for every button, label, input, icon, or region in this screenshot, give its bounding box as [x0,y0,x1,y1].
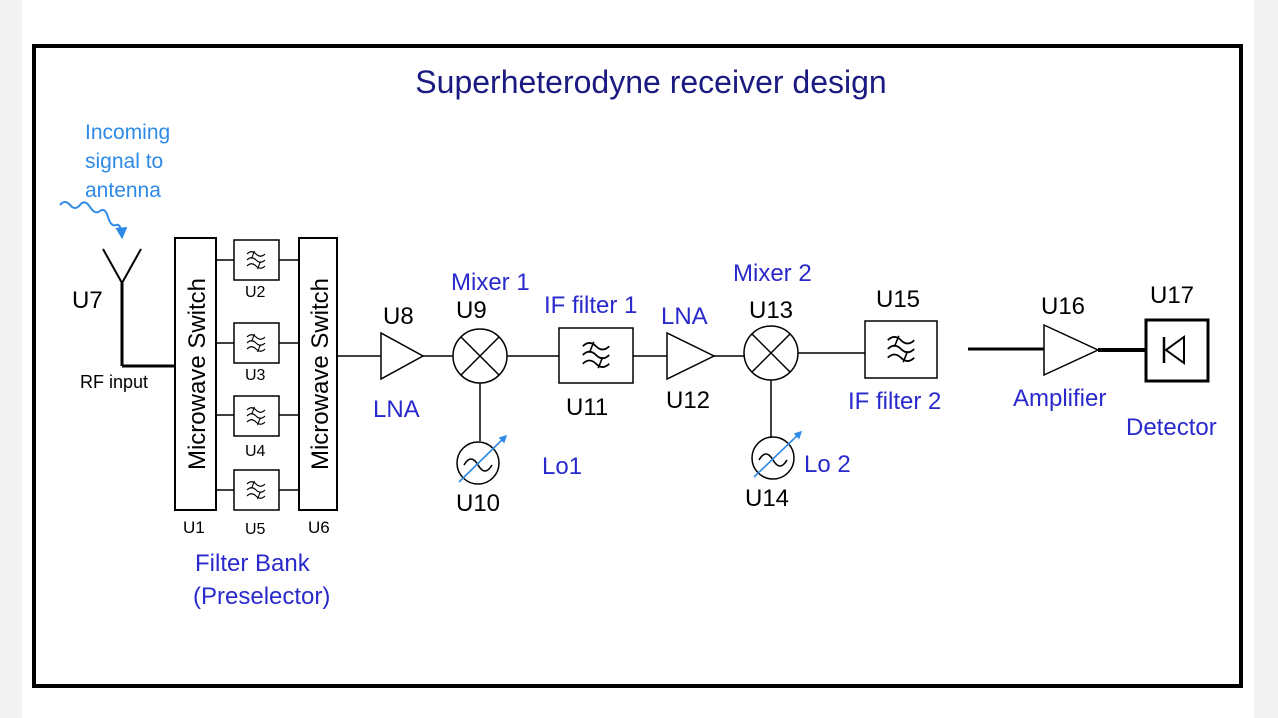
if-filter-1-label: IF filter 1 [544,292,637,319]
lo1-label: Lo1 [542,453,582,480]
amplifier-u16 [1043,323,1100,377]
ref-u7: U7 [72,287,103,314]
ref-u15: U15 [876,286,920,313]
mixer-u9 [452,328,508,384]
diagram-frame [32,44,1243,688]
annotation-line-2: signal to [85,150,163,173]
filter-bank-label-2: (Preselector) [193,583,330,610]
oscillator-u10 [456,434,508,485]
ref-u5: U5 [245,521,266,538]
ref-u17: U17 [1150,282,1194,309]
ref-u9: U9 [456,297,487,324]
ref-u13: U13 [749,297,793,324]
microwave-switch-u6-label: Microwave Switch [307,278,334,470]
microwave-switch-u6 [298,237,338,511]
if-filter-u11 [558,327,634,384]
ref-u3: U3 [245,367,266,384]
if-filter-u15 [864,320,938,379]
amplifier-label: Amplifier [1013,385,1106,412]
annotation-line-1: Incoming [85,121,170,144]
ref-u1: U1 [183,518,205,537]
filter-u2 [216,239,299,281]
rf-input-label: RF input [80,372,148,392]
ref-u6: U6 [308,518,330,537]
lo2-label: Lo 2 [804,451,851,478]
ref-u8: U8 [383,303,414,330]
filter-u3 [216,322,299,364]
microwave-switch-u1-label: Microwave Switch [184,278,211,470]
ref-u10: U10 [456,490,500,517]
detector-label: Detector [1126,414,1217,441]
incoming-signal-wave [59,201,128,240]
ref-u4: U4 [245,443,266,460]
ref-u11: U11 [566,394,608,421]
ref-u12: U12 [666,387,710,414]
mixer-u13 [743,325,799,381]
ref-u2: U2 [245,284,266,301]
lna-u12-label: LNA [661,303,708,330]
ref-u16: U16 [1041,293,1085,320]
mixer-1-label: Mixer 1 [451,269,530,296]
filter-bank-label-1: Filter Bank [195,550,311,577]
microwave-switch-u1 [174,237,217,511]
ref-u14: U14 [745,485,789,512]
detector-u17 [1144,318,1210,383]
annotation-line-3: antenna [85,179,161,202]
filter-u4 [216,395,299,437]
diagram-title: Superheterodyne receiver design [415,64,886,100]
lna-u8 [380,331,425,381]
lna-u8-label: LNA [373,396,420,423]
mixer-2-label: Mixer 2 [733,260,812,287]
if-filter-2-label: IF filter 2 [848,388,941,415]
oscillator-u14 [751,430,803,480]
filter-u5 [216,469,299,511]
antenna-u7 [102,248,175,368]
lna-u12 [666,331,716,381]
